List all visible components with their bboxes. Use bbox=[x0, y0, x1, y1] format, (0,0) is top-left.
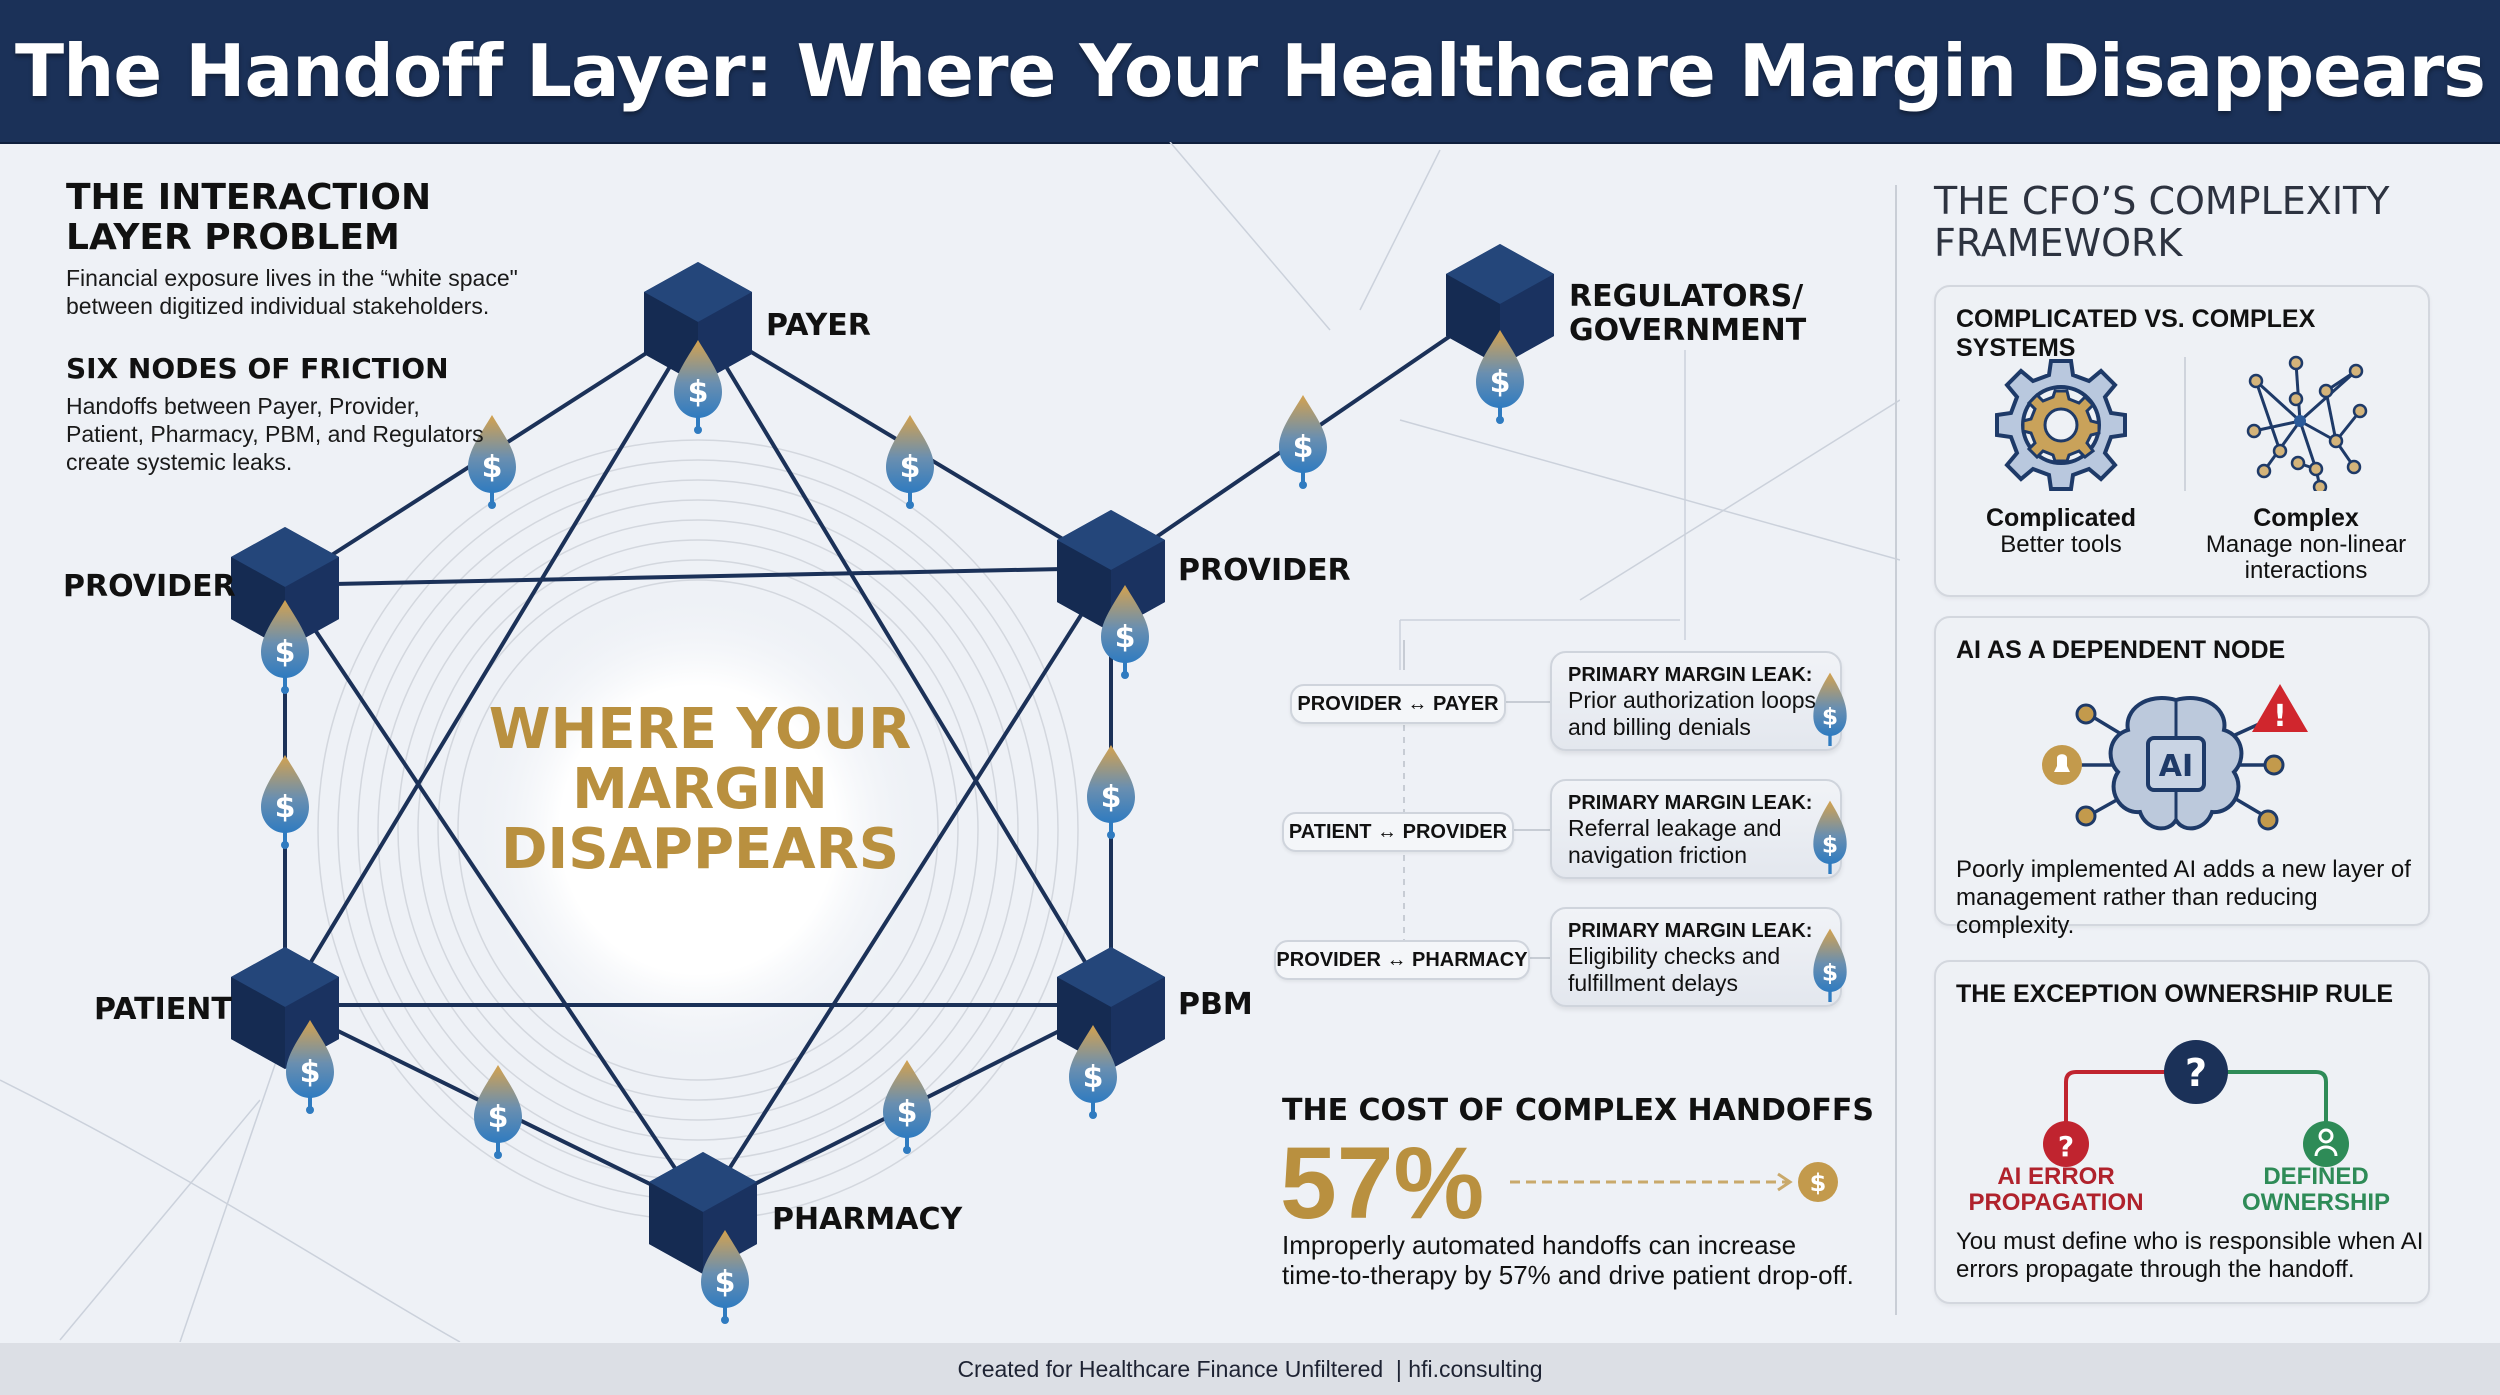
heading-line-1: THE INTERACTION bbox=[66, 177, 432, 218]
ownership-label-line-1: DEFINED bbox=[2263, 1163, 2369, 1190]
svg-text:$: $ bbox=[1822, 958, 1838, 986]
regulators-line-2: GOVERNMENT bbox=[1569, 313, 1807, 348]
ai-dependent-node-card: AI AS A DEPENDENT NODE AI ! Poorly imple… bbox=[1934, 616, 2430, 939]
page-title: The Handoff Layer: Where Your Healthcare… bbox=[15, 29, 2486, 113]
regulators-line-1: REGULATORS/ bbox=[1569, 279, 1804, 314]
card-divider bbox=[2184, 357, 2186, 491]
warning-icon bbox=[2252, 684, 2308, 732]
complicated-title: Complicated bbox=[1985, 504, 2137, 532]
dollar-coin-icon bbox=[1798, 1162, 1838, 1202]
framework-heading: THE CFO’S COMPLEXITY FRAMEWORK bbox=[1934, 180, 2389, 264]
heading-line-2: LAYER PROBLEM bbox=[66, 217, 400, 258]
gear-icon bbox=[1995, 359, 2127, 491]
exception-ownership-card: THE EXCEPTION OWNERSHIP RULE ? ? AI ERRO… bbox=[1934, 960, 2430, 1304]
complex-sub-line-1: Manage non-linear bbox=[2205, 531, 2407, 558]
network-complex-icon bbox=[2246, 355, 2368, 491]
complicated-label: Complicated Better tools bbox=[1956, 505, 2166, 558]
interaction-layer-text: Financial exposure lives in the “white s… bbox=[66, 265, 518, 319]
leak-card-provider-pharmacy: PRIMARY MARGIN LEAK: Eligibility checks … bbox=[1550, 907, 1847, 1007]
ownership-text-line-1: You must define who is responsible when … bbox=[1956, 1228, 2424, 1255]
complicated-sub: Better tools bbox=[2000, 531, 2122, 558]
error-label-line-2: PROPAGATION bbox=[1968, 1189, 2144, 1216]
leak-title: PRIMARY MARGIN LEAK: bbox=[1568, 792, 1813, 814]
card-title: THE EXCEPTION OWNERSHIP RULE bbox=[1956, 980, 2394, 1008]
svg-text:!: ! bbox=[2273, 699, 2287, 734]
cost-line-1: Improperly automated handoffs can increa… bbox=[1282, 1230, 1797, 1260]
leak-line-2: navigation friction bbox=[1568, 842, 1747, 868]
header-banner: The Handoff Layer: Where Your Healthcare… bbox=[0, 0, 2500, 144]
node-label-regulators: REGULATORS/ GOVERNMENT bbox=[1569, 280, 1806, 348]
leak-card-provider-payer: PRIMARY MARGIN LEAK: Prior authorization… bbox=[1550, 651, 1847, 751]
svg-text:$: $ bbox=[1810, 1169, 1827, 1197]
svg-text:?: ? bbox=[2058, 1130, 2074, 1163]
dollar-drop-icon: $ bbox=[1813, 672, 1847, 746]
question-node-icon bbox=[2164, 1040, 2228, 1104]
ownership-text-line-2: errors propagate through the handoff. bbox=[1956, 1256, 2355, 1283]
dollar-drop-icon: $ bbox=[1813, 928, 1847, 1002]
handoff-pill-provider-payer: PROVIDER ↔ PAYER bbox=[1290, 684, 1506, 724]
center-line-3: DISAPPEARS bbox=[500, 817, 900, 882]
leak-line-2: fulfillment delays bbox=[1568, 970, 1739, 996]
node-label-pharmacy: PHARMACY bbox=[772, 1202, 963, 1237]
ai-text-line-2: management rather than reducing complexi… bbox=[1956, 884, 2318, 939]
error-label-line-1: AI ERROR bbox=[1997, 1163, 2115, 1190]
card-title: AI AS A DEPENDENT NODE bbox=[1956, 636, 2286, 664]
background-lines bbox=[0, 142, 1900, 1342]
ownership-flow-diagram: ? ? bbox=[2043, 1040, 2349, 1167]
svg-text:AI: AI bbox=[2159, 749, 2193, 784]
leak-line-1: Referral leakage and bbox=[1568, 815, 1782, 841]
cost-line-2: time-to-therapy by 57% and drive patient… bbox=[1282, 1260, 1854, 1290]
dollar-drop-icon: $ bbox=[1813, 800, 1847, 874]
ai-text-line-1: Poorly implemented AI adds a new layer o… bbox=[1956, 856, 2411, 883]
footer-credit: Created for Healthcare Finance Unfiltere… bbox=[957, 1355, 1543, 1382]
svg-text:?: ? bbox=[2185, 1051, 2207, 1095]
complex-label: Complex Manage non-linear interactions bbox=[2186, 505, 2426, 584]
six-nodes-heading: SIX NODES OF FRICTION bbox=[66, 352, 449, 385]
panel-divider bbox=[1895, 185, 1897, 1315]
node-label-provider-right: PROVIDER bbox=[1178, 553, 1351, 588]
handoff-pill-provider-pharmacy: PROVIDER ↔ PHARMACY bbox=[1274, 940, 1530, 980]
cost-percent: 57% bbox=[1280, 1126, 1485, 1240]
complex-title: Complex bbox=[2253, 504, 2359, 532]
leak-line-2: and billing denials bbox=[1568, 714, 1751, 740]
leak-title: PRIMARY MARGIN LEAK: bbox=[1568, 920, 1813, 942]
defined-ownership-label: DEFINED OWNERSHIP bbox=[2216, 1164, 2416, 1216]
six-nodes-text: Handoffs between Payer, Provider, Patien… bbox=[66, 393, 484, 475]
complex-sub-line-2: interactions bbox=[2244, 557, 2368, 584]
center-headline: WHERE YOUR MARGIN DISAPPEARS bbox=[460, 700, 940, 880]
center-line-2: MARGIN bbox=[572, 757, 828, 822]
network-diagram: $ bbox=[0, 142, 1900, 1342]
cost-heading: THE COST OF COMPLEX HANDOFFS bbox=[1282, 1093, 1874, 1128]
error-question-icon bbox=[2043, 1121, 2089, 1167]
cost-description: Improperly automated handoffs can increa… bbox=[1282, 1230, 1882, 1290]
node-label-payer: PAYER bbox=[766, 308, 871, 343]
center-line-1: WHERE YOUR bbox=[488, 697, 912, 762]
svg-text:$: $ bbox=[1822, 702, 1838, 730]
card-title: COMPLICATED VS. COMPLEX SYSTEMS bbox=[1956, 305, 2316, 362]
handoff-pill-patient-provider: PATIENT ↔ PROVIDER bbox=[1282, 812, 1514, 852]
node-label-pbm: PBM bbox=[1178, 987, 1253, 1022]
framework-heading-line-2: FRAMEWORK bbox=[1934, 221, 2183, 265]
ownership-card-text: You must define who is responsible when … bbox=[1956, 1228, 2426, 1284]
person-owner-icon bbox=[2303, 1121, 2349, 1167]
leak-line-1: Eligibility checks and bbox=[1568, 943, 1781, 969]
footer: Created for Healthcare Finance Unfiltere… bbox=[0, 1343, 2500, 1395]
ownership-label-line-2: OWNERSHIP bbox=[2241, 1189, 2390, 1216]
leak-line-1: Prior authorization loops bbox=[1568, 687, 1817, 713]
complicated-vs-complex-card: COMPLICATED VS. COMPLEX SYSTEMS bbox=[1934, 285, 2430, 597]
interaction-layer-heading: THE INTERACTION LAYER PROBLEM bbox=[66, 178, 431, 258]
framework-heading-line-1: THE CFO’S COMPLEXITY bbox=[1934, 179, 2390, 223]
svg-text:$: $ bbox=[1822, 830, 1838, 858]
leak-title: PRIMARY MARGIN LEAK: bbox=[1568, 664, 1813, 686]
ai-card-text: Poorly implemented AI adds a new layer o… bbox=[1956, 856, 2426, 940]
ai-brain-icon: AI ! bbox=[2042, 684, 2308, 831]
node-label-provider-left: PROVIDER bbox=[63, 569, 236, 604]
leak-card-patient-provider: PRIMARY MARGIN LEAK: Referral leakage an… bbox=[1550, 779, 1847, 879]
node-label-patient: PATIENT bbox=[94, 992, 232, 1027]
ai-error-propagation-label: AI ERROR PROPAGATION bbox=[1946, 1164, 2166, 1216]
dashed-arrow-to-dollar: $ bbox=[1510, 1162, 1838, 1202]
